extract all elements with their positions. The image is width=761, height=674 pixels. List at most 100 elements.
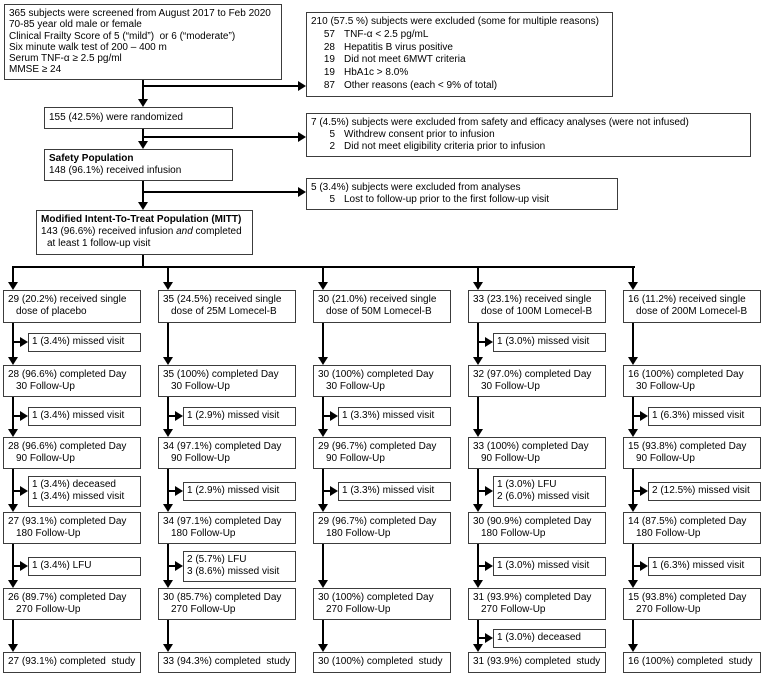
arrow-down-icon bbox=[473, 429, 483, 437]
arm-200m-lomecel-b-attrition-connector bbox=[633, 565, 641, 567]
arrow-down-icon bbox=[318, 282, 328, 290]
arm-50m-lomecel-b-day270-box: 30 (100%) completed Day 270 Follow-Up bbox=[313, 588, 451, 620]
arm-100m-lomecel-b-connector bbox=[477, 323, 479, 357]
mitt-line2-pre: 143 (96.6%) received infusion bbox=[41, 226, 177, 237]
arm-25m-lomecel-b-attrition-connector bbox=[168, 565, 176, 567]
arm-50m-lomecel-b-connector bbox=[322, 544, 324, 580]
arrow-right-icon bbox=[20, 486, 28, 496]
arrow-down-icon bbox=[318, 504, 328, 512]
arm-placebo-allocation-box: 29 (20.2%) received single dose of place… bbox=[3, 290, 141, 323]
arm-100m-lomecel-b-gapA-attrition-box: 1 (3.0%) missed visit bbox=[493, 333, 606, 352]
arrow-down-icon bbox=[8, 282, 18, 290]
arrow-down-icon bbox=[628, 644, 638, 652]
arm-25m-lomecel-b-attrition-connector bbox=[168, 415, 176, 417]
arm-50m-lomecel-b-day30-box: 30 (100%) completed Day 30 Follow-Up bbox=[313, 365, 451, 397]
arm-placebo-connector bbox=[12, 544, 14, 580]
arm-placebo-connector bbox=[12, 323, 14, 357]
arm-50m-lomecel-b-connector bbox=[322, 620, 324, 644]
arm-100m-lomecel-b-attrition-connector bbox=[478, 490, 486, 492]
arrow-down-icon bbox=[163, 504, 173, 512]
arrow-right-icon bbox=[485, 633, 493, 643]
connector-randomized-to-exclusions bbox=[143, 136, 298, 138]
arrow-right-icon bbox=[20, 561, 28, 571]
arrow-down-icon bbox=[628, 429, 638, 437]
exclusion-item: 28 Hepatitis B virus positive bbox=[311, 42, 608, 55]
arm-200m-lomecel-b-connector bbox=[632, 620, 634, 644]
exclusion-count: 28 bbox=[323, 41, 335, 53]
arm-200m-lomecel-b-connector bbox=[632, 323, 634, 357]
arrow-down-icon bbox=[473, 357, 483, 365]
exclusion-count: 5 bbox=[329, 129, 335, 140]
arm-100m-lomecel-b-final-box: 31 (93.9%) completed study bbox=[468, 652, 606, 673]
arm-placebo-connector bbox=[12, 268, 14, 282]
arrow-right-icon bbox=[330, 411, 338, 421]
arm-25m-lomecel-b-final-box: 33 (94.3%) completed study bbox=[158, 652, 296, 673]
arm-50m-lomecel-b-connector bbox=[322, 469, 324, 504]
arm-placebo-connector bbox=[12, 620, 14, 644]
exclusion-reason: HbA1c > 8.0% bbox=[344, 67, 409, 79]
mitt-population-box: Modified Intent-To-Treat Population (MIT… bbox=[36, 210, 253, 255]
arrow-down-icon bbox=[473, 504, 483, 512]
exclusion-count: 2 bbox=[329, 141, 335, 152]
arrow-right-icon bbox=[485, 337, 493, 347]
arrow-down-icon bbox=[473, 644, 483, 652]
arrow-right-icon bbox=[330, 486, 338, 496]
arm-100m-lomecel-b-connector bbox=[477, 469, 479, 504]
arm-placebo-gapD-attrition-box: 1 (3.4%) LFU bbox=[28, 557, 141, 576]
arm-200m-lomecel-b-final-box: 16 (100%) completed study bbox=[623, 652, 761, 673]
arrow-right-icon bbox=[485, 561, 493, 571]
arm-50m-lomecel-b-final-box: 30 (100%) completed study bbox=[313, 652, 451, 673]
arm-50m-lomecel-b-attrition-connector bbox=[323, 415, 331, 417]
arm-50m-lomecel-b-gapC-attrition-box: 1 (3.3%) missed visit bbox=[338, 482, 451, 501]
arrow-right-icon bbox=[298, 81, 306, 91]
arm-50m-lomecel-b-connector bbox=[322, 323, 324, 357]
arm-25m-lomecel-b-day180-box: 34 (97.1%) completed Day 180 Follow-Up bbox=[158, 512, 296, 544]
connector-safety-to-exclusions bbox=[143, 191, 298, 193]
exclusion-item: 19 HbA1c > 8.0% bbox=[311, 67, 608, 80]
randomized-text: 155 (42.5%) were randomized bbox=[49, 112, 183, 123]
arm-placebo-day30-box: 28 (96.6%) completed Day 30 Follow-Up bbox=[3, 365, 141, 397]
arm-200m-lomecel-b-day270-box: 15 (93.8%) completed Day 270 Follow-Up bbox=[623, 588, 761, 620]
arm-100m-lomecel-b-day30-box: 32 (97.0%) completed Day 30 Follow-Up bbox=[468, 365, 606, 397]
arm-100m-lomecel-b-day90-box: 33 (100%) completed Day 90 Follow-Up bbox=[468, 437, 606, 469]
exclusion-reason: Did not meet 6MWT criteria bbox=[344, 54, 466, 66]
exclusion-count: 57 bbox=[323, 28, 335, 40]
safety-population-text: 148 (96.1%) received infusion bbox=[49, 165, 182, 176]
randomized-box: 155 (42.5%) were randomized bbox=[44, 107, 233, 129]
arrow-right-icon bbox=[640, 411, 648, 421]
exclusion-reason: Did not meet eligibility criteria prior … bbox=[344, 141, 546, 152]
arrow-right-icon bbox=[298, 187, 306, 197]
screening-criteria-box: 365 subjects were screened from August 2… bbox=[4, 4, 282, 80]
arrow-right-icon bbox=[175, 411, 183, 421]
exclusion-count: 19 bbox=[323, 67, 335, 79]
arm-50m-lomecel-b-connector bbox=[322, 397, 324, 429]
connector-randomized-to-safety bbox=[142, 129, 144, 141]
mitt-line2-italic: and bbox=[176, 226, 193, 237]
exclusion-item: 19 Did not meet 6MWT criteria bbox=[311, 54, 608, 67]
arm-placebo-attrition-connector bbox=[13, 341, 21, 343]
arm-placebo-gapC-attrition-box: 1 (3.4%) deceased 1 (3.4%) missed visit bbox=[28, 476, 141, 507]
arm-25m-lomecel-b-allocation-box: 35 (24.5%) received single dose of 25M L… bbox=[158, 290, 296, 323]
arm-placebo-day90-box: 28 (96.6%) completed Day 90 Follow-Up bbox=[3, 437, 141, 469]
arm-placebo-day270-box: 26 (89.7%) completed Day 270 Follow-Up bbox=[3, 588, 141, 620]
arm-placebo-day180-box: 27 (93.1%) completed Day 180 Follow-Up bbox=[3, 512, 141, 544]
mitt-line2-post: completed bbox=[192, 226, 242, 237]
connector-screening-to-randomized bbox=[142, 80, 144, 99]
arm-100m-lomecel-b-gapC-attrition-box: 1 (3.0%) LFU 2 (6.0%) missed visit bbox=[493, 476, 606, 507]
mitt-line3: at least 1 follow-up visit bbox=[47, 238, 151, 249]
arm-25m-lomecel-b-gapB-attrition-box: 1 (2.9%) missed visit bbox=[183, 407, 296, 426]
arm-200m-lomecel-b-day90-box: 15 (93.8%) completed Day 90 Follow-Up bbox=[623, 437, 761, 469]
mitt-line2: 143 (96.6%) received infusion and comple… bbox=[41, 226, 248, 238]
arm-200m-lomecel-b-day30-box: 16 (100%) completed Day 30 Follow-Up bbox=[623, 365, 761, 397]
arm-200m-lomecel-b-connector bbox=[632, 397, 634, 429]
exclusion-count: 19 bbox=[323, 54, 335, 66]
arrow-down-icon bbox=[628, 282, 638, 290]
arrow-down-icon bbox=[8, 357, 18, 365]
arrow-down-icon bbox=[138, 99, 148, 107]
arrow-right-icon bbox=[175, 561, 183, 571]
arm-25m-lomecel-b-day270-box: 30 (85.7%) completed Day 270 Follow-Up bbox=[158, 588, 296, 620]
arm-25m-lomecel-b-connector bbox=[167, 268, 169, 282]
exclusion-reason: Other reasons (each < 9% of total) bbox=[344, 79, 498, 91]
safety-population-title: Safety Population bbox=[49, 153, 134, 164]
arrow-down-icon bbox=[318, 644, 328, 652]
